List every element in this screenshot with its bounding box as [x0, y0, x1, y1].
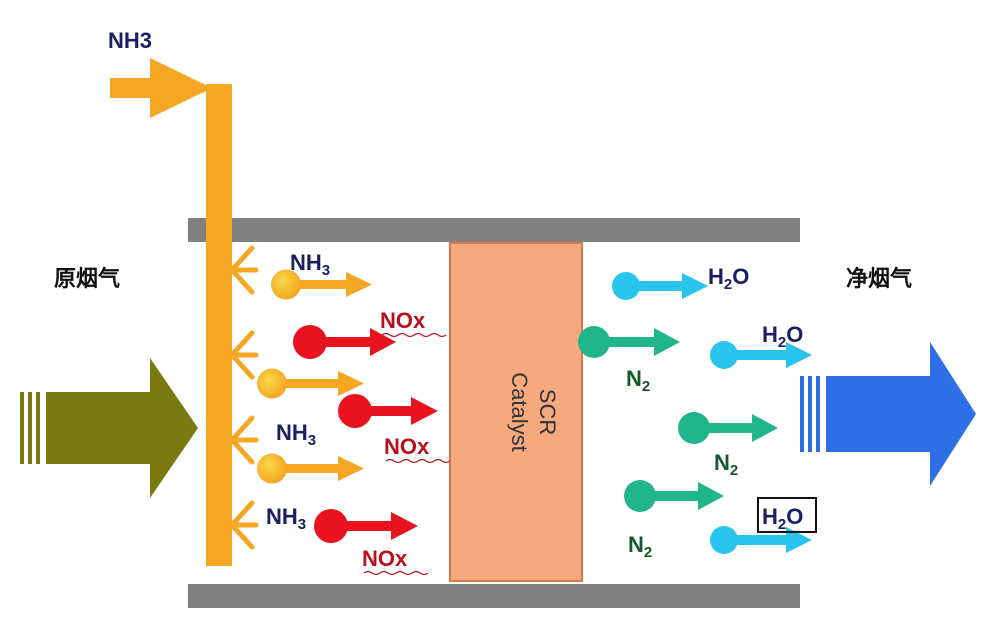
nox-label: NOx [362, 546, 408, 571]
nh3-molecule-arrow [257, 453, 364, 484]
nh3-molecule-arrow [271, 269, 372, 300]
n2-molecule-arrow [578, 326, 680, 358]
nox-molecule-arrow [293, 325, 396, 359]
outlet-label: 净烟气 [846, 266, 912, 292]
catalyst-label-line1: SCR [535, 389, 560, 435]
nox-label: NOx [380, 308, 426, 333]
n2-label: N2 [626, 366, 650, 395]
h2o-label: H2O [762, 504, 803, 533]
h2o-highlight-box [757, 497, 817, 533]
nox-underline [385, 458, 451, 464]
nh3-label: NH3 [276, 420, 316, 449]
nox-underline [363, 570, 429, 576]
duct-bottom-wall [188, 584, 800, 608]
n2-molecule-arrow [624, 480, 724, 512]
nox-underline [381, 332, 447, 338]
scr-catalyst [449, 242, 583, 582]
h2o-label: H2O [708, 264, 749, 293]
h2o-molecule-arrow [710, 526, 812, 554]
nox-molecule-arrow [314, 509, 418, 543]
h2o-molecule-arrow [612, 272, 708, 300]
nh3-molecule-arrow [257, 368, 364, 399]
nh3-feed-label: NH3 [108, 28, 152, 53]
nh3-label: NH3 [290, 250, 330, 279]
catalyst-label-line2: Catalyst [507, 372, 532, 451]
n2-label: N2 [714, 450, 738, 479]
h2o-label: H2O [762, 322, 803, 351]
inlet-label: 原烟气 [54, 266, 120, 292]
nh3-spray-nozzles [229, 245, 259, 550]
n2-molecule-arrow [678, 412, 778, 444]
outlet-clean-gas-arrow [800, 342, 976, 486]
nox-molecule-arrow [338, 394, 438, 428]
nh3-label: NH3 [266, 504, 306, 533]
duct-top-wall [188, 218, 800, 242]
inlet-flue-gas-arrow [20, 358, 198, 498]
nh3-feed-pipe [110, 58, 232, 566]
n2-label: N2 [628, 532, 652, 561]
nox-label: NOx [384, 434, 430, 459]
h2o-molecule-arrow [710, 341, 812, 369]
